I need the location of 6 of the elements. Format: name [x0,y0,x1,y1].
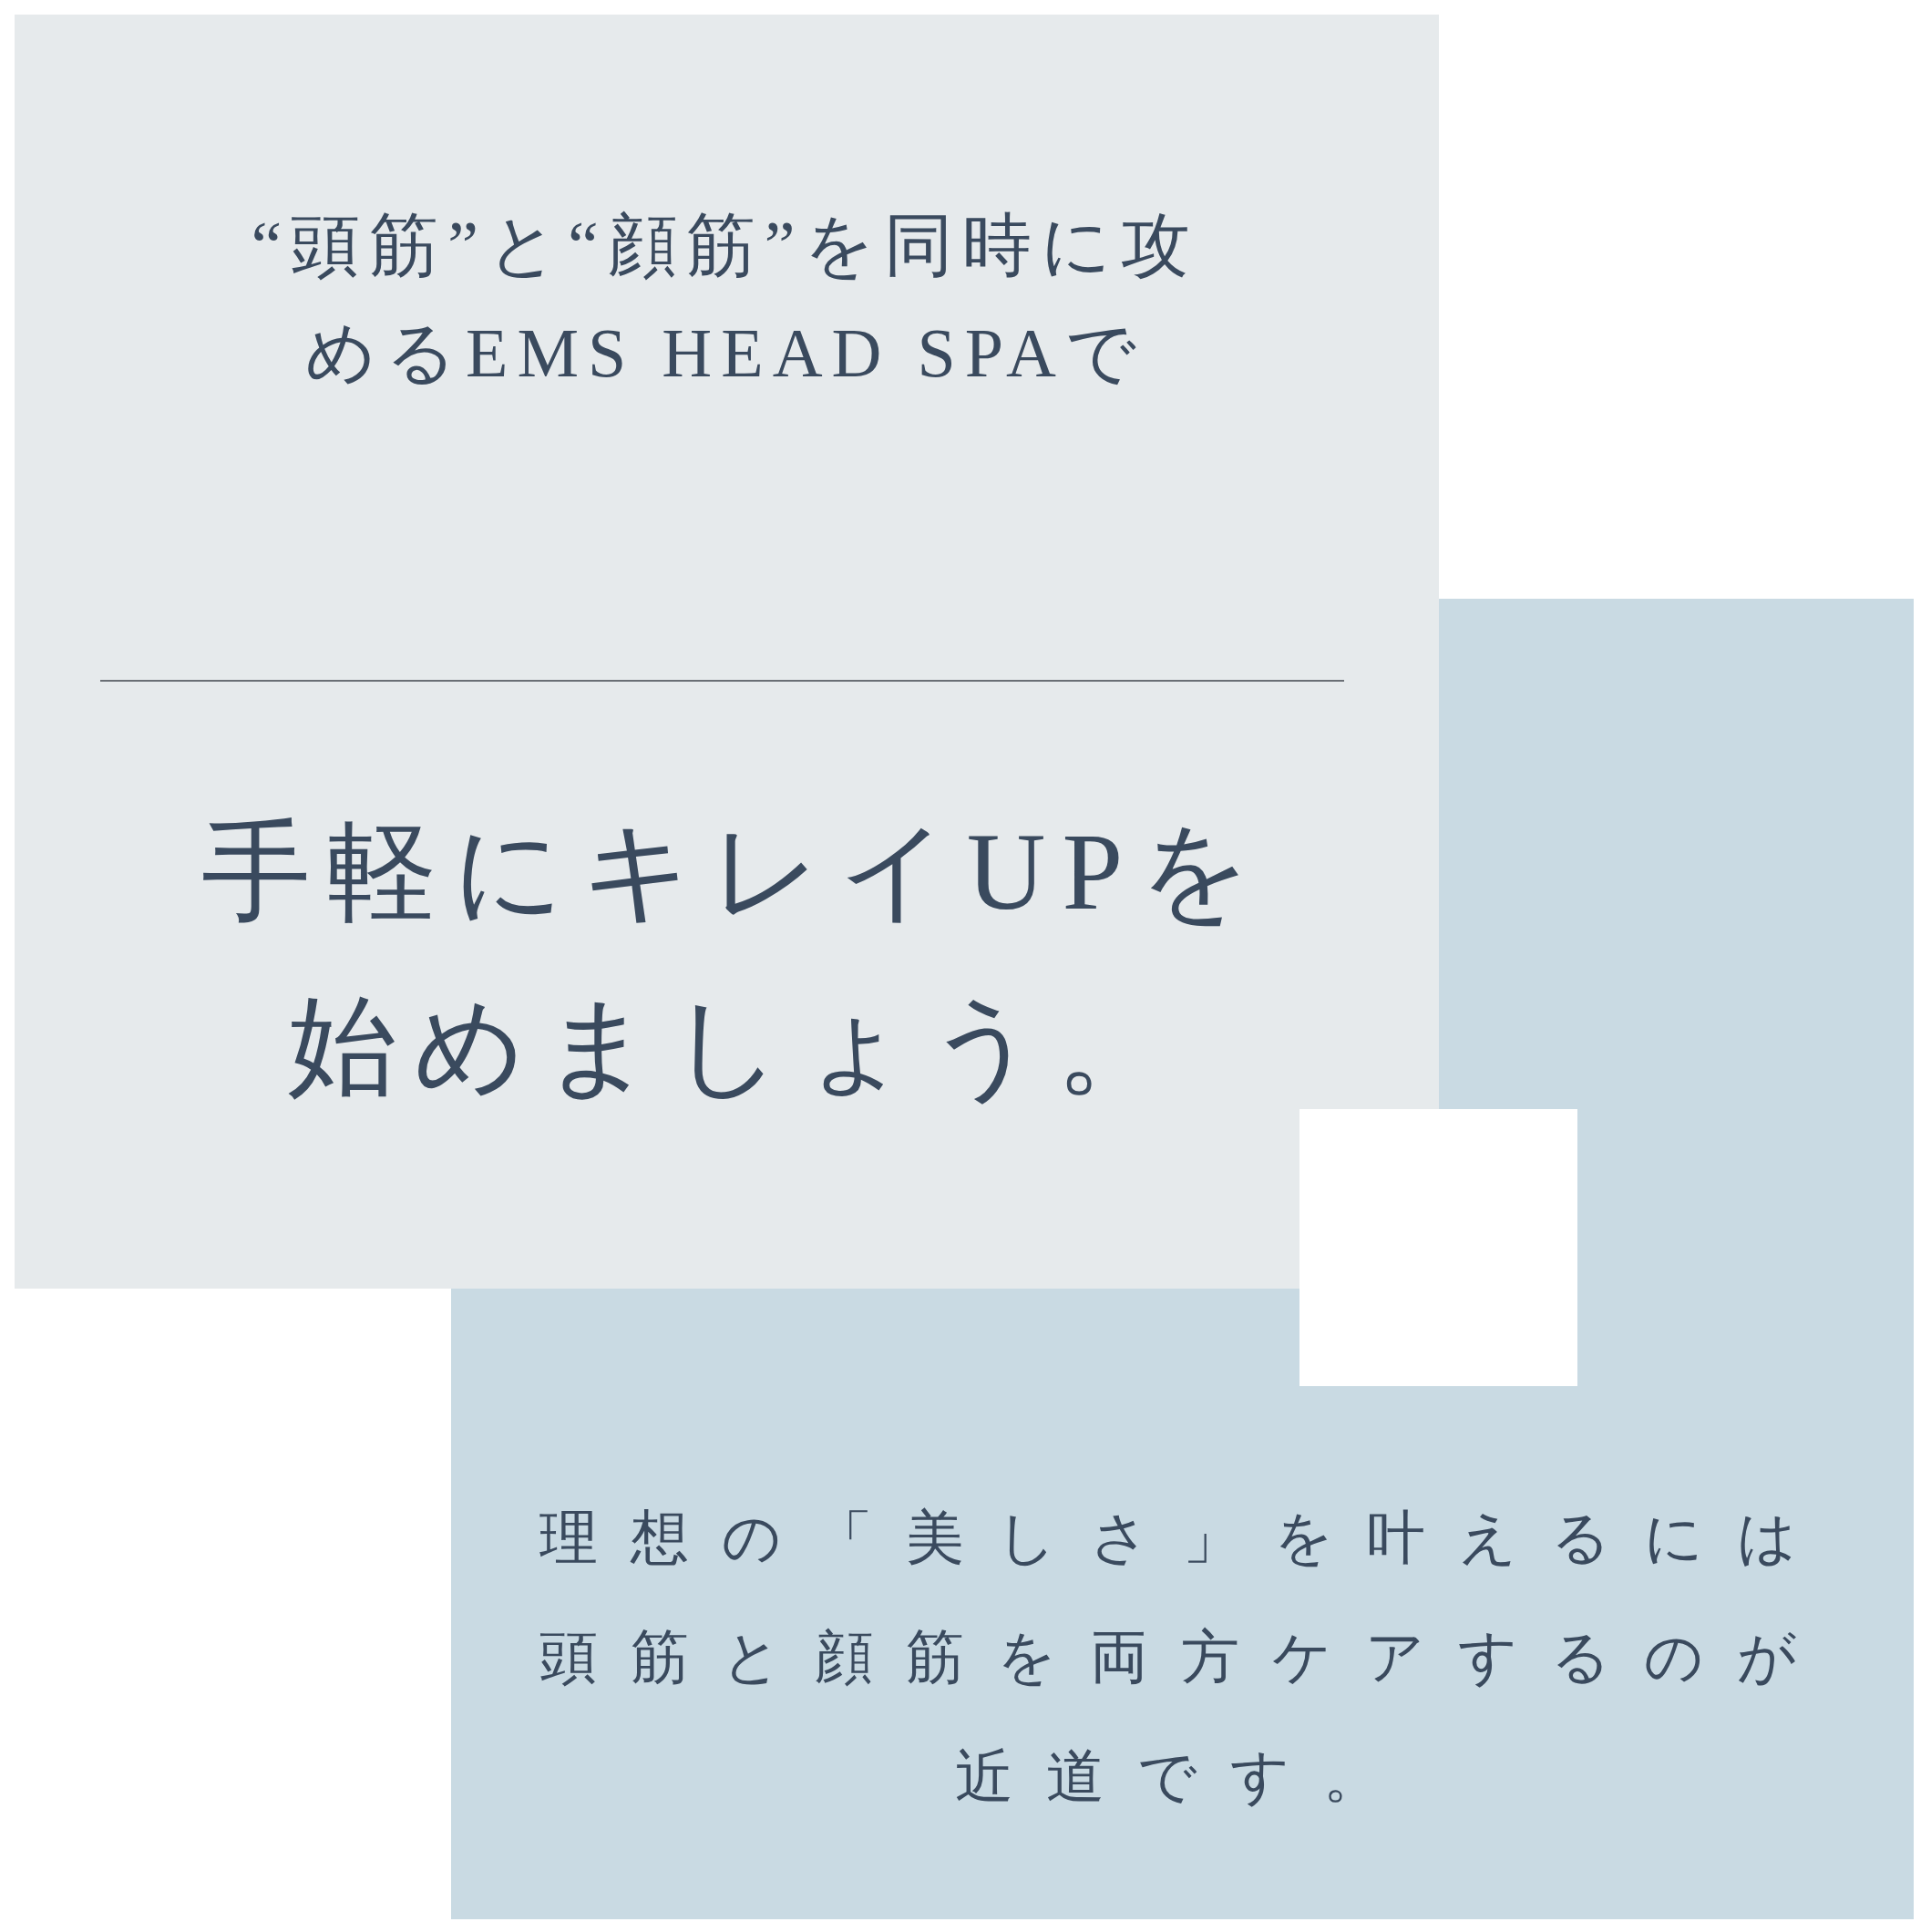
text-panel [451,1289,1914,1919]
text-panel [15,15,1439,1289]
body-text: 理想の「美しさ」を叶えるには頭筋と顔筋を両方ケアするのが近道です。 [539,1505,1831,1812]
square-block [1299,1109,1577,1386]
heading-text: “頭筋”と“顔筋”を同時に攻めるEMS HEAD SPAで [250,206,1201,393]
headline-text: 手軽にキレイUPを始めましょう。 [200,810,1269,1109]
